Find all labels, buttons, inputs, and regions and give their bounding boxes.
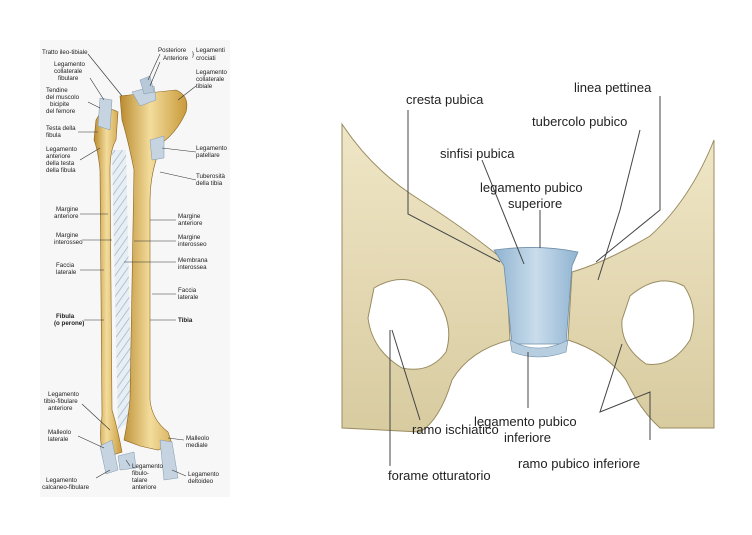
label-leg-calc-fib-1: Legamento <box>46 477 78 484</box>
label-leg-coll-tib-3: tibiale <box>196 83 213 90</box>
label-leg-calc-fib-2: calcaneo-fibulare <box>42 484 90 491</box>
label-leg-pubico-sup-1: legamento pubico <box>480 180 583 195</box>
symphysis-ligament-shape <box>493 247 579 345</box>
leg-leader-lines <box>77 53 197 479</box>
label-malleolo-lat-1: Malleolo <box>48 429 72 436</box>
label-legamenti: Legamenti <box>196 47 225 54</box>
label-tuberosita-1: Tuberosità <box>196 173 226 180</box>
label-forame-otturatorio: forame otturatorio <box>388 468 491 483</box>
label-leg-coll-fib-2: collaterale <box>54 68 83 75</box>
label-tubercolo-pubico: tubercolo pubico <box>532 114 627 129</box>
label-margine-ant-l-1: Margine <box>56 206 79 213</box>
leg-panel: Tratto ileo-tibiale Posteriore Anteriore… <box>40 40 230 497</box>
label-leg-pubico-inf-1: legamento pubico <box>474 414 577 429</box>
label-leg-fib-tal-4: anteriore <box>132 484 157 491</box>
label-margine-int-l-1: Margine <box>56 232 79 239</box>
tibia-bone <box>119 89 188 451</box>
label-tratto-ileo-tibiale: Tratto ileo-tibiale <box>42 49 88 56</box>
label-membrana-2: interossea <box>178 264 207 271</box>
label-leg-ant-testa-1: Legamento <box>46 146 78 153</box>
label-leg-deltoideo-2: deltoideo <box>188 478 214 485</box>
label-posteriore: Posteriore <box>158 47 187 54</box>
label-leg-fib-tal-3: talare <box>132 477 148 484</box>
label-leg-coll-tib-2: collaterale <box>196 76 225 83</box>
ankle-ligaments-shape <box>99 439 179 481</box>
label-testa-fibula-2: fibula <box>46 132 61 139</box>
label-cresta-pubica: cresta pubica <box>406 92 484 107</box>
label-linea-pettinea: linea pettinea <box>574 80 652 95</box>
label-margine-int-r-2: interosseo <box>178 241 207 248</box>
label-leg-deltoideo-1: Legamento <box>188 471 220 478</box>
pelvis-labels: cresta pubica linea pettinea tubercolo p… <box>388 80 652 483</box>
label-margine-ant-l-2: anteriore <box>54 213 79 220</box>
label-crociati: crociati <box>196 55 216 62</box>
label-malleolo-lat-2: laterale <box>48 436 69 443</box>
label-malleolo-med-2: mediale <box>186 442 208 449</box>
label-leg-fib-tal-2: fibulo- <box>132 470 149 477</box>
label-leg-tib-fib-2: tibio-fibulare <box>44 398 78 405</box>
right-obturator-foramen <box>621 280 695 365</box>
label-leg-tib-fib-3: anteriore <box>48 405 73 412</box>
cruciate-ligaments-shape <box>139 75 155 95</box>
label-leg-patellare-2: patellare <box>196 152 220 159</box>
label-leg-ant-testa-4: della fibula <box>46 167 76 174</box>
label-margine-ant-r-1: Margine <box>178 213 201 220</box>
label-ramo-pubico-inferiore: ramo pubico inferiore <box>518 456 640 471</box>
pelvis-panel: cresta pubica linea pettinea tubercolo p… <box>341 80 715 483</box>
label-leg-coll-fib-1: Legamento <box>54 61 86 68</box>
label-tendine-2: del muscolo <box>46 94 80 101</box>
label-leg-pubico-sup-2: superiore <box>508 196 562 211</box>
label-margine-ant-r-2: anteriore <box>178 220 203 227</box>
label-leg-ant-testa-2: anteriore <box>46 153 71 160</box>
label-malleolo-med-1: Malleolo <box>186 435 210 442</box>
bracket-crociati: } <box>192 51 194 58</box>
left-obturator-foramen <box>367 279 450 370</box>
label-tendine-3: bicipite <box>50 101 70 108</box>
label-tendine-4: del femore <box>46 108 76 115</box>
label-leg-tib-fib-1: Legamento <box>48 391 80 398</box>
label-faccia-lat-r-1: Faccia <box>178 287 197 294</box>
label-leg-patellare-1: Legamento <box>196 145 228 152</box>
label-sinfisi-pubica: sinfisi pubica <box>440 146 515 161</box>
label-leg-coll-fib-3: fibulare <box>58 75 79 82</box>
label-fibula-2: (o perone) <box>54 320 84 327</box>
left-pubic-bone <box>341 122 511 433</box>
label-leg-pubico-inf-2: inferiore <box>504 430 551 445</box>
label-tibia: Tibia <box>178 317 193 324</box>
label-leg-coll-tib-1: Legamento <box>196 69 228 76</box>
leg-labels: Tratto ileo-tibiale Posteriore Anteriore… <box>42 47 228 491</box>
label-tuberosita-2: della tibia <box>196 180 223 187</box>
label-faccia-lat-r-2: laterale <box>178 294 199 301</box>
inferior-ligament-shape <box>509 339 569 358</box>
label-margine-int-l-2: interosseo <box>54 239 83 246</box>
label-ramo-ischiatico: ramo ischiatico <box>412 422 499 437</box>
label-membrana-1: Membrana <box>178 257 208 264</box>
label-faccia-lat-l-2: laterale <box>56 269 77 276</box>
label-margine-int-r-1: Margine <box>178 234 201 241</box>
label-fibula-1: Fibula <box>56 313 75 320</box>
fibula-bone <box>93 109 123 459</box>
label-tendine-1: Tendine <box>46 87 68 94</box>
label-leg-ant-testa-3: della testa <box>46 160 75 167</box>
label-leg-fib-tal-1: Legamento <box>132 463 164 470</box>
label-testa-fibula-1: Testa della <box>46 125 76 132</box>
label-faccia-lat-l-1: Faccia <box>56 262 75 269</box>
membrana-interossea-shape <box>112 150 132 430</box>
right-pubic-bone <box>567 139 715 429</box>
label-anteriore-crociato: Anteriore <box>163 55 189 62</box>
pelvis-leader-lines <box>389 96 661 466</box>
